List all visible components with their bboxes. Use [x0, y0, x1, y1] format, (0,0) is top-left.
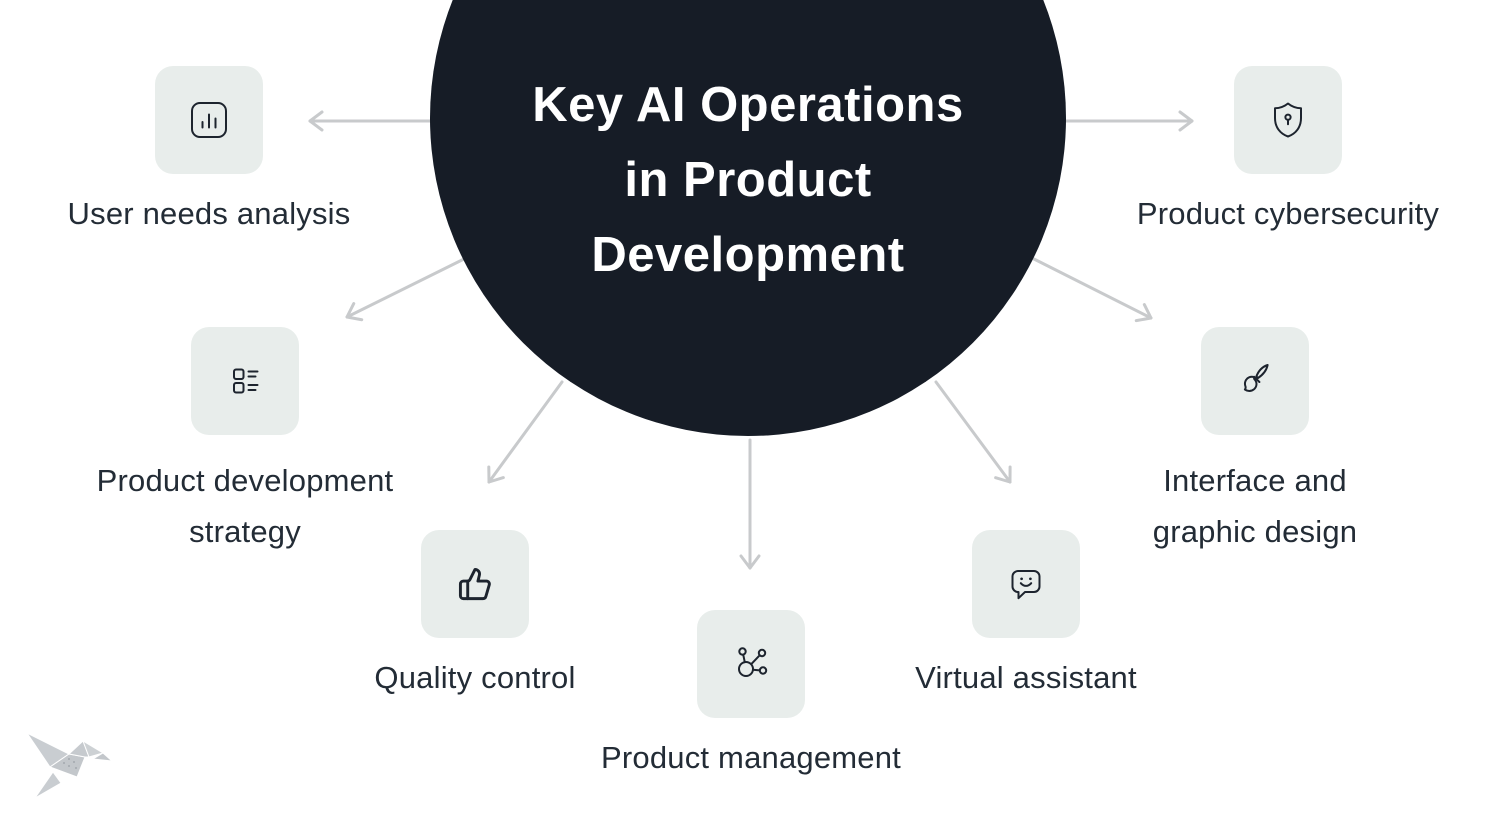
bar-chart-icon: [191, 102, 227, 138]
node-interface-graphic-design: Interface and graphic design: [1130, 327, 1380, 557]
interface-graphic-design-tile: [1201, 327, 1309, 435]
title-line-1: Key AI Operations: [532, 78, 964, 132]
arrow-product-development-strategy: [345, 257, 466, 322]
node-product-management: Product management: [561, 610, 941, 778]
node-product-cybersecurity: Product cybersecurity: [1098, 66, 1478, 234]
chat-smile-icon: [1011, 570, 1041, 600]
diagram-title: Key AI Operations in Product Development: [430, 68, 1066, 293]
product-management-tile: [697, 610, 805, 718]
node-virtual-assistant: Virtual assistant: [866, 530, 1186, 698]
product-development-strategy-label: Product development strategy: [96, 463, 394, 549]
node-product-development-strategy: Product development strategy: [55, 327, 435, 557]
title-line-2: in Product: [624, 153, 872, 207]
arrow-quality-control: [487, 380, 564, 484]
product-cybersecurity-tile: [1234, 66, 1342, 174]
quality-control-label: Quality control: [374, 660, 576, 695]
node-quality-control: Quality control: [315, 530, 635, 698]
arrow-interface-graphic-design: [1032, 257, 1153, 323]
paintbrush-icon: [1243, 364, 1269, 392]
network-icon: [738, 647, 768, 677]
product-development-strategy-tile: [191, 327, 299, 435]
product-cybersecurity-label: Product cybersecurity: [1136, 196, 1440, 231]
checklist-icon: [233, 368, 259, 394]
thumbs-up-icon: [458, 567, 491, 601]
arrow-virtual-assistant: [934, 380, 1012, 484]
shield-icon: [1274, 102, 1302, 138]
quality-control-tile: [421, 530, 529, 638]
node-user-needs-analysis: User needs analysis: [19, 66, 399, 234]
virtual-assistant-tile: [972, 530, 1080, 638]
user-needs-analysis-label: User needs analysis: [67, 196, 351, 231]
product-management-label: Product management: [601, 740, 901, 775]
origami-bird-logo: [25, 731, 112, 799]
title-line-3: Development: [591, 228, 905, 282]
interface-graphic-design-label: Interface and graphic design: [1152, 463, 1358, 549]
user-needs-analysis-tile: [155, 66, 263, 174]
virtual-assistant-label: Virtual assistant: [915, 660, 1137, 695]
